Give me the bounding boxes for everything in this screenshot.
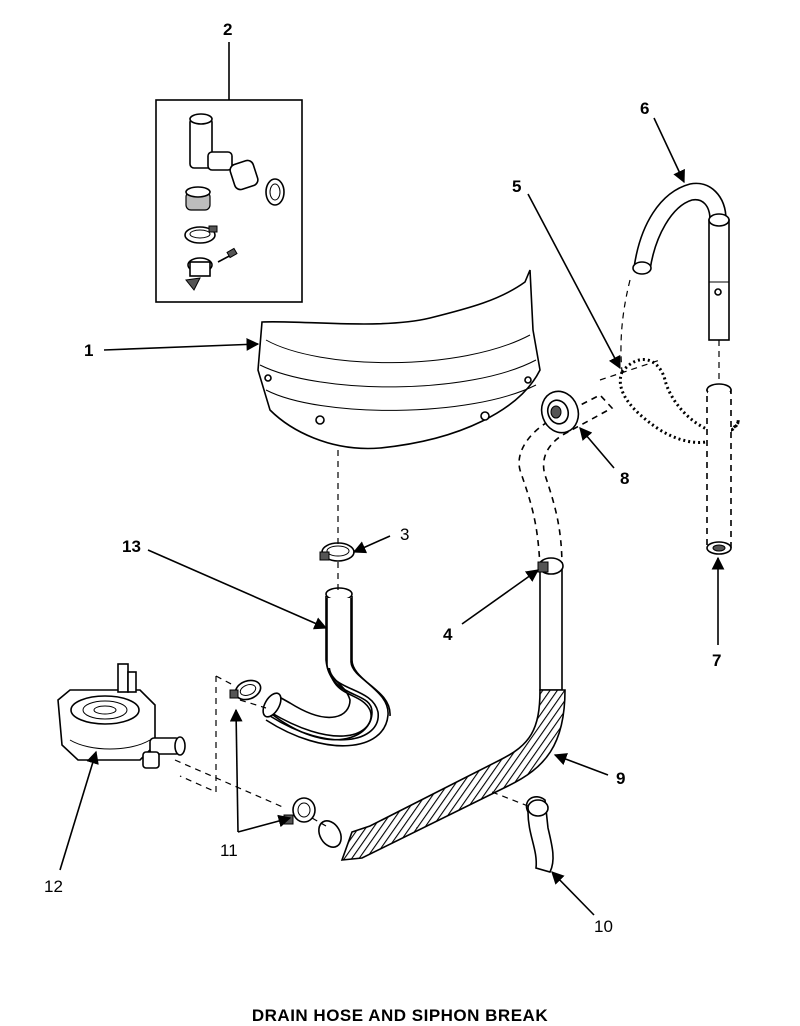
leader-lines xyxy=(59,117,725,916)
part-4-clamp xyxy=(537,557,564,575)
part-3-clamp xyxy=(319,542,355,562)
callout-3: 3 xyxy=(400,525,409,544)
part-9-drain-hose xyxy=(318,394,614,861)
part-1-outer-tub xyxy=(257,269,541,450)
callout-13: 13 xyxy=(122,537,141,556)
part-2-kit xyxy=(155,42,303,303)
callout-4: 4 xyxy=(443,625,453,644)
part-10-clip xyxy=(525,796,554,873)
part-8-grommet xyxy=(540,390,580,434)
diagram-title: DRAIN HOSE AND SIPHON BREAK xyxy=(251,1006,549,1025)
part-12-pump xyxy=(57,663,186,769)
callout-10: 10 xyxy=(594,917,613,936)
assembly-lines xyxy=(174,450,529,827)
part-6-siphon-hose xyxy=(620,182,730,385)
callout-7: 7 xyxy=(712,651,721,670)
callout-1: 1 xyxy=(84,341,93,360)
callout-12: 12 xyxy=(44,877,63,896)
callout-5: 5 xyxy=(512,177,521,196)
callout-8: 8 xyxy=(620,469,629,488)
callout-11: 11 xyxy=(220,841,238,860)
callout-2: 2 xyxy=(223,20,232,39)
callout-6: 6 xyxy=(640,99,649,118)
callout-9: 9 xyxy=(616,769,625,788)
part-13-tub-hose xyxy=(262,587,391,747)
part-7-hose xyxy=(706,383,732,555)
callout-labels: 1 2 3 4 5 6 7 8 9 10 11 12 13 xyxy=(44,20,721,936)
